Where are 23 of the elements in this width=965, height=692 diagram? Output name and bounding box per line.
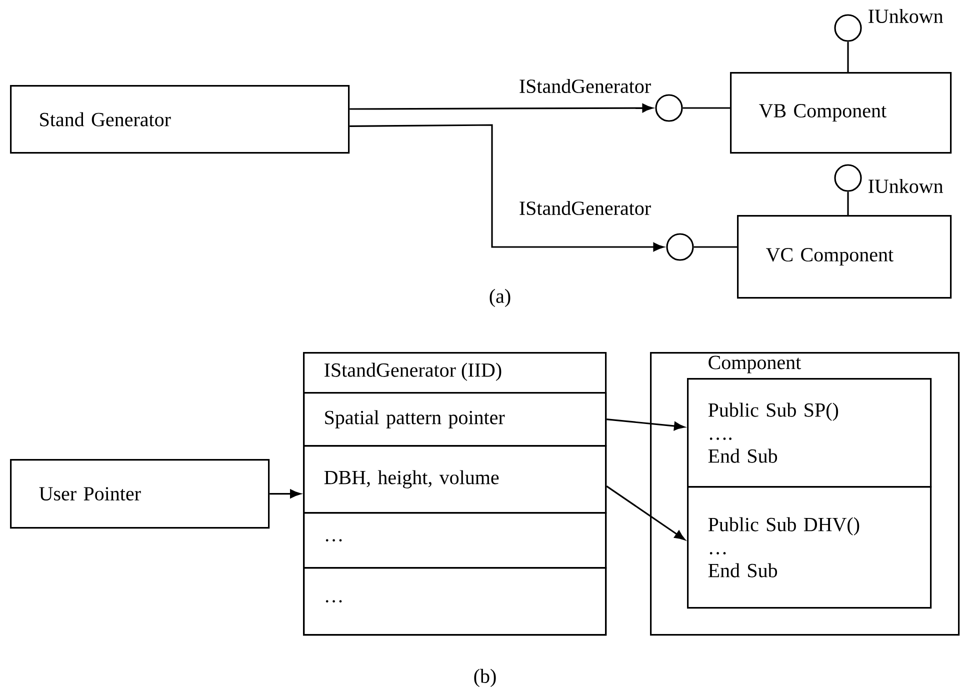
table-row: … bbox=[303, 512, 607, 569]
connector-arrow bbox=[606, 418, 685, 430]
node-label: IUnkown bbox=[868, 178, 944, 194]
edge-label: IStandGenerator bbox=[518, 78, 652, 94]
edge-label: IStandGenerator bbox=[518, 200, 652, 216]
table-row: … bbox=[303, 567, 607, 636]
table-row: Spatial pattern pointer bbox=[303, 392, 607, 447]
interface-circle bbox=[655, 94, 683, 122]
table-row: DBH, height, volume bbox=[303, 445, 607, 514]
panel-label: (b) bbox=[474, 668, 496, 688]
component-box: VB Component bbox=[730, 72, 952, 154]
connector-arrow bbox=[606, 485, 686, 540]
interface-circle bbox=[666, 233, 694, 261]
component-box: VC Component bbox=[737, 215, 952, 299]
panel-label: (a) bbox=[490, 288, 510, 308]
node-label: IUnkown bbox=[868, 8, 944, 24]
connector-arrow bbox=[350, 104, 653, 112]
connector-arrow bbox=[270, 489, 301, 498]
connector-arrow bbox=[350, 124, 664, 252]
code-block: Public Sub SP() …. End Sub bbox=[687, 378, 932, 488]
component-box: Stand Generator bbox=[10, 85, 350, 154]
code-block: Public Sub DHV() … End Sub bbox=[687, 486, 932, 609]
component-box: User Pointer bbox=[10, 459, 270, 529]
